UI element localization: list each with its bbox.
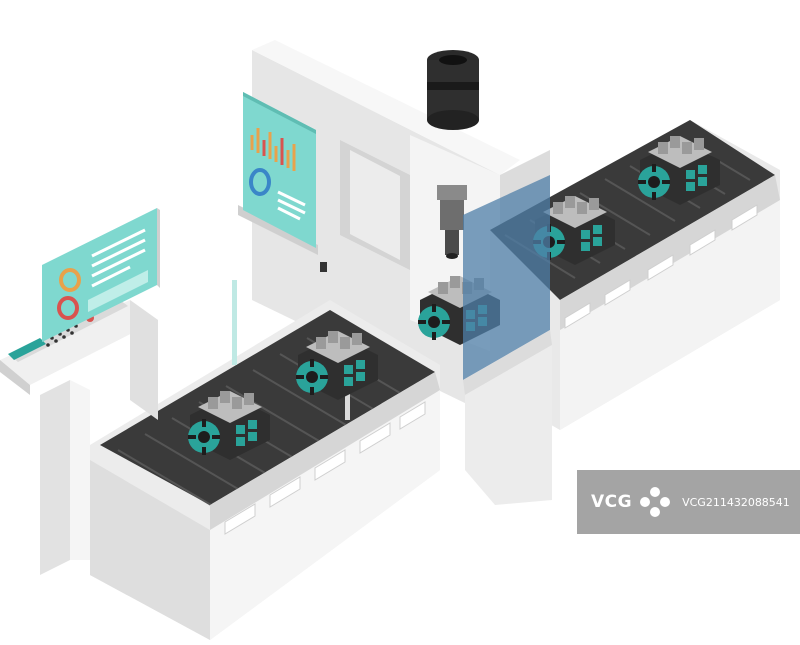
watermark-brand: VCG	[591, 492, 633, 512]
wall-switch	[320, 262, 327, 272]
watermark-id: VCG211432088541	[682, 495, 790, 509]
watermark: VCG VCG211432088541	[577, 470, 800, 534]
watermark-flower-icon	[640, 487, 671, 517]
dashboard-screen-icon	[238, 92, 318, 255]
monitor-panel-icon	[0, 208, 160, 575]
glass-shield	[463, 175, 552, 505]
light-curtain-post	[232, 280, 237, 365]
